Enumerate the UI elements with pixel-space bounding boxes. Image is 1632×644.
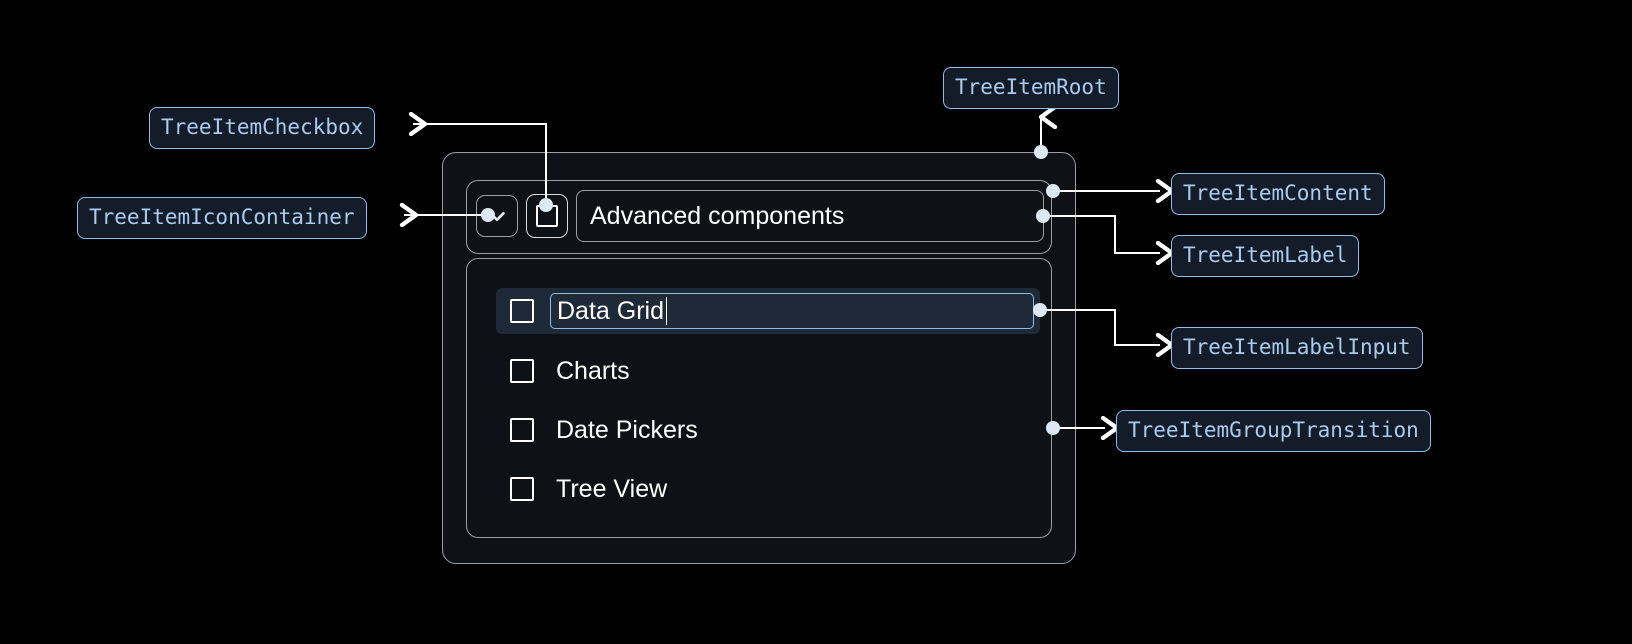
tree-item-row-date-pickers[interactable]: Date Pickers: [496, 407, 1040, 453]
annotation-chip-content: TreeItemContent: [1171, 173, 1385, 215]
tree-item-icon-container[interactable]: [476, 195, 518, 237]
tree-item-row-tree-view[interactable]: Tree View: [496, 466, 1040, 512]
tree-item-label-text: Tree View: [556, 474, 668, 503]
label-input-value: Data Grid: [557, 296, 664, 325]
chevron-down-icon: [489, 211, 505, 222]
tree-item-label-input[interactable]: Data Grid: [550, 293, 1034, 329]
tree-item-label-text: Charts: [556, 356, 630, 385]
tree-item-row-charts[interactable]: Charts: [496, 348, 1040, 394]
annotation-chip-root: TreeItemRoot: [943, 67, 1119, 109]
tree-item-checkbox[interactable]: [526, 194, 568, 238]
annotation-chip-group-transition: TreeItemGroupTransition: [1116, 410, 1431, 452]
checkbox-box-icon[interactable]: [510, 477, 534, 501]
annotation-chip-checkbox: TreeItemCheckbox: [149, 107, 376, 149]
tree-item-label-text: Advanced components: [590, 201, 845, 230]
annotation-chip-icon-container: TreeItemIconContainer: [77, 197, 367, 239]
annotation-chip-label: TreeItemLabel: [1171, 235, 1360, 277]
checkbox-box-icon: [536, 205, 558, 227]
tree-item-row-data-grid[interactable]: Data Grid: [496, 288, 1040, 334]
tree-item-label[interactable]: Advanced components: [576, 190, 1044, 242]
checkbox-box-icon[interactable]: [510, 299, 534, 323]
annotation-chip-label-input: TreeItemLabelInput: [1171, 327, 1423, 369]
tree-item-label-text: Date Pickers: [556, 415, 698, 444]
checkbox-box-icon[interactable]: [510, 418, 534, 442]
checkbox-box-icon[interactable]: [510, 359, 534, 383]
text-caret: [665, 297, 668, 325]
